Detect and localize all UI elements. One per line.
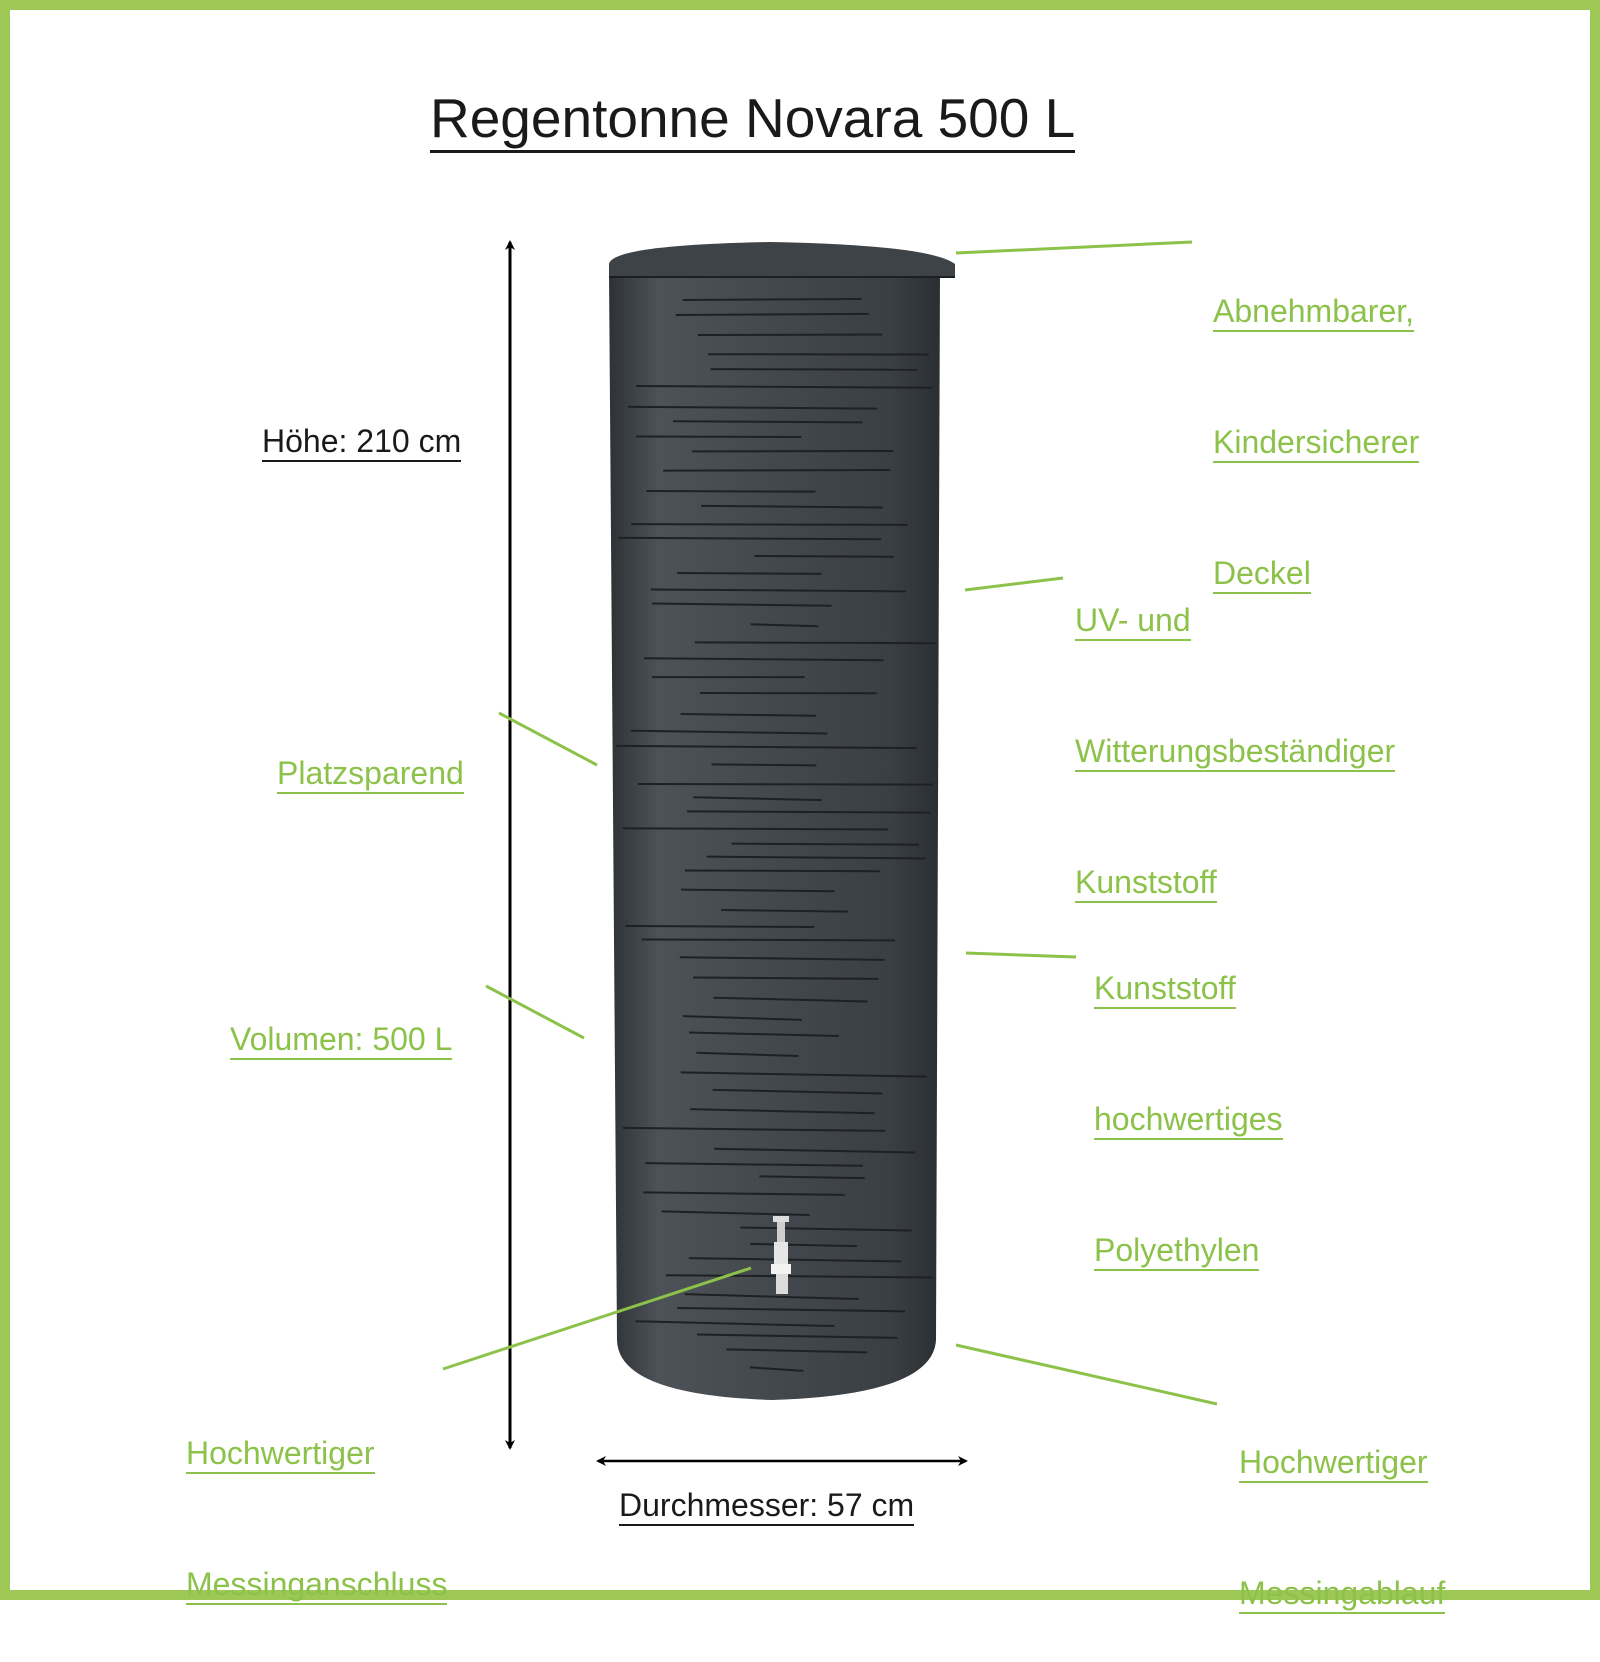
feature-connector: Hochwertiger Messinganschluss	[186, 1348, 447, 1653]
tank-groove	[710, 369, 917, 370]
tank-groove	[685, 871, 880, 872]
label-line: Hochwertiger	[186, 1434, 375, 1474]
tank-groove	[732, 844, 919, 845]
leader-lid	[956, 242, 1192, 253]
feature-volume: Volumen: 500 L	[230, 934, 452, 1108]
feature-drain: Hochwertiger Messingablauf	[1239, 1357, 1445, 1662]
tank-groove	[673, 421, 862, 422]
label-line: Kunststoff	[1094, 969, 1236, 1009]
tank-groove	[695, 642, 935, 643]
tank-groove	[687, 811, 931, 812]
leader-space	[499, 713, 597, 765]
diameter-text: Durchmesser: 57 cm	[619, 1486, 914, 1526]
tank-groove	[676, 314, 869, 315]
tank-groove	[638, 784, 933, 785]
leader-polyethylene	[966, 953, 1076, 957]
tank-groove	[693, 978, 878, 979]
label-line: Witterungsbeständiger	[1075, 732, 1395, 772]
page-title: Regentonne Novara 500 L	[430, 86, 1075, 153]
height-label: Höhe: 210 cm	[262, 422, 461, 467]
tank-lid	[609, 242, 955, 276]
tank-groove	[754, 556, 893, 557]
label-line: Messinganschluss	[186, 1565, 447, 1605]
tank-groove	[677, 573, 822, 574]
label-line: Hochwertiger	[1239, 1443, 1428, 1483]
tank-groove	[683, 299, 862, 300]
rain-barrel	[609, 242, 955, 1400]
leader-volume	[486, 986, 584, 1038]
label-line: Platzsparend	[277, 754, 464, 794]
label-line: UV- und	[1075, 601, 1191, 641]
tank-groove	[631, 524, 908, 525]
label-line: Messingablauf	[1239, 1574, 1445, 1614]
feature-polyethylene: Kunststoff hochwertiges Polyethylen	[1094, 883, 1283, 1319]
tank-groove	[663, 470, 890, 471]
label-line: hochwertiges	[1094, 1100, 1283, 1140]
leader-drain	[956, 1345, 1217, 1404]
tank-groove	[712, 764, 817, 765]
tank-groove	[642, 939, 895, 940]
label-line: Kindersicherer	[1213, 423, 1419, 463]
feature-space: Platzsparend	[277, 668, 464, 842]
tank-groove	[646, 491, 815, 492]
leader-material	[965, 578, 1063, 590]
label-line: Volumen: 500 L	[230, 1020, 452, 1060]
tank-groove	[625, 926, 814, 927]
diameter-label: Durchmesser: 57 cm	[619, 1486, 914, 1531]
label-line: Polyethylen	[1094, 1231, 1259, 1271]
tank-groove	[623, 828, 889, 829]
height-text: Höhe: 210 cm	[262, 422, 461, 462]
label-line: Abnehmbarer,	[1213, 292, 1414, 332]
